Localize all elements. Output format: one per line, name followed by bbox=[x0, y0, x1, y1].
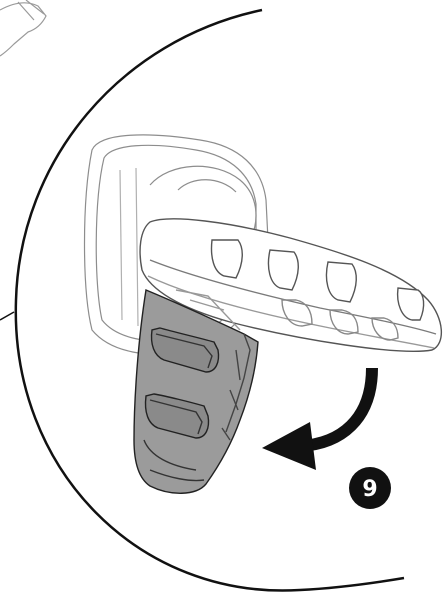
rotation-arrow bbox=[262, 367, 378, 470]
circle-stub bbox=[0, 311, 15, 321]
detail-circle bbox=[14, 8, 405, 592]
step-number: 9 bbox=[362, 477, 377, 502]
step-badge: 9 bbox=[349, 467, 391, 509]
rotating-clip bbox=[133, 289, 259, 494]
charging-cradle bbox=[139, 218, 443, 352]
adjacent-detail-fragment bbox=[0, 0, 47, 57]
